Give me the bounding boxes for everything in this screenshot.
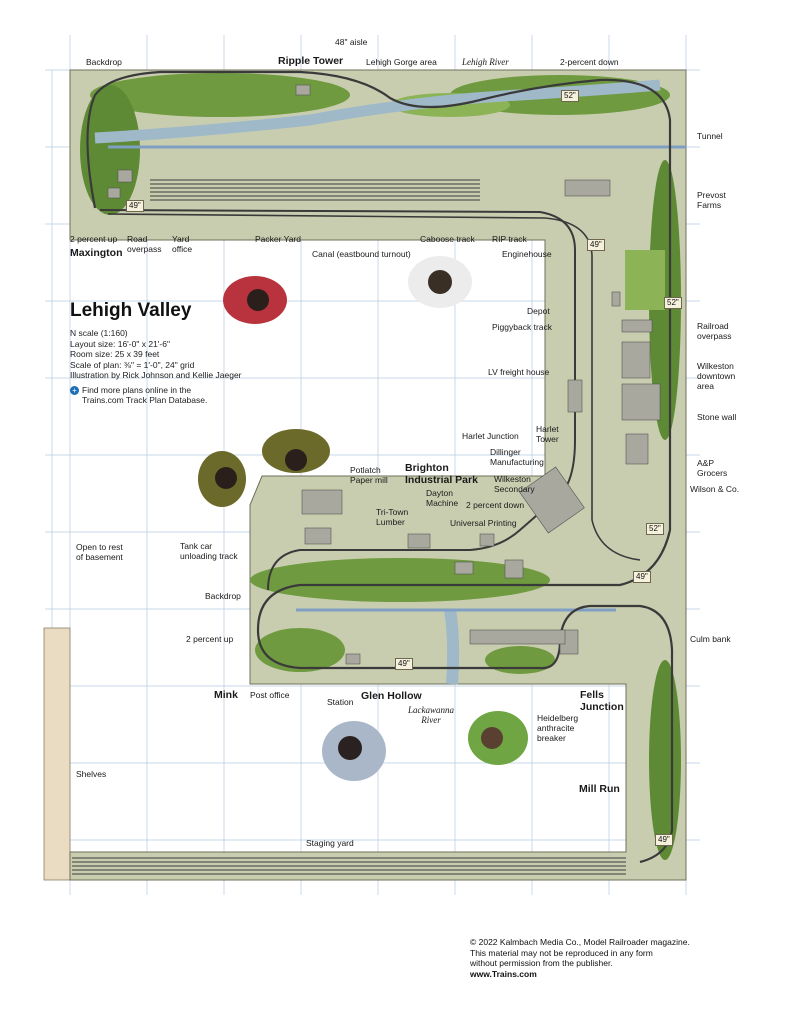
lackawanna-river: [444, 609, 460, 685]
backdrop-top-label: Backdrop: [86, 57, 122, 67]
two-percent-up-mid-label: 2 percent up: [186, 634, 234, 644]
two-percent-up-left-label: 2 percent up: [70, 234, 118, 244]
two-percent-down-top-label: 2-percent down: [560, 57, 619, 67]
enginehouse-label: Enginehouse: [502, 249, 552, 259]
spec-layout-size: Layout size: 16'-0" x 21'-6": [70, 338, 170, 349]
elevation-tag: 49": [655, 834, 673, 846]
lv-freight-house-label: LV freight house: [488, 367, 550, 377]
universal-printing-label: Universal Printing: [450, 518, 517, 528]
plus-circle-icon: +: [70, 385, 79, 395]
staging-yard-label: Staging yard: [306, 838, 354, 848]
two-percent-down-mid-label: 2 percent down: [466, 500, 525, 510]
glen-hollow-label: Glen Hollow: [361, 690, 422, 702]
elevation-tag: 52": [646, 523, 664, 535]
aisle-label: 48" aisle: [335, 37, 368, 47]
spec-room-size: Room size: 25 x 39 feet: [70, 349, 160, 359]
depot-label: Depot: [527, 306, 550, 316]
harlet-junction-label: Harlet Junction: [462, 431, 519, 441]
ripple-tower-label: Ripple Tower: [278, 55, 344, 67]
station-label: Station: [327, 697, 354, 707]
elevation-tag: 52": [664, 297, 682, 309]
elevation-tag: 49": [395, 658, 413, 670]
plan-title: Lehigh Valley: [70, 300, 192, 321]
caboose-track-label: Caboose track: [420, 234, 475, 244]
mill-run-label: Mill Run: [579, 783, 620, 795]
find-more-line2: Trains.com Track Plan Database.: [82, 395, 208, 405]
shelf-strip: [43, 627, 71, 881]
staging-yard-tracks: [72, 857, 626, 875]
elevation-tag: 49": [126, 200, 144, 212]
packer-yard-tracks: [150, 179, 480, 201]
second-main: [107, 213, 641, 561]
mainline-track: [86, 70, 674, 864]
piggyback-track-label: Piggyback track: [492, 322, 552, 332]
maxington-label: Maxington: [70, 247, 123, 259]
lehigh-river: [94, 79, 661, 144]
mink-label: Mink: [214, 689, 238, 701]
spec-plan-scale: Scale of plan: ⅜" = 1'-0", 24" grid: [70, 359, 195, 370]
copyright-notice: © 2022 Kalmbach Media Co., Model Railroa…: [470, 937, 690, 979]
spec-illustration: Illustration by Rick Johnson and Kellie …: [70, 370, 242, 380]
find-more-line1: Find more plans online in the: [82, 384, 192, 395]
elevation-tag: 49": [587, 239, 605, 251]
people: [198, 256, 528, 781]
spec-scale: N scale (1:160): [70, 328, 128, 338]
canal-label: Canal (eastbound turnout): [312, 249, 411, 259]
website-link[interactable]: www.Trains.com: [470, 968, 537, 979]
wilson-label: Wilson & Co.: [690, 484, 740, 494]
stone-wall-label: Stone wall: [697, 412, 737, 422]
culm-bank-label: Culm bank: [690, 634, 731, 644]
rip-track-label: RIP track: [492, 234, 527, 244]
layout-benchwork: [69, 69, 687, 881]
lehigh-river-label: Lehigh River: [462, 57, 509, 67]
elevation-tag: 52": [561, 90, 579, 102]
backdrop-mid-label: Backdrop: [205, 591, 241, 601]
tunnel-label: Tunnel: [697, 131, 723, 141]
buildings: [107, 84, 661, 665]
lehigh-gorge-label: Lehigh Gorge area: [366, 57, 437, 67]
elevation-tag: 49": [633, 571, 651, 583]
packer-yard-label: Packer Yard: [255, 234, 301, 244]
post-office-label: Post office: [250, 690, 290, 700]
shelves-label: Shelves: [76, 769, 107, 779]
plan-info-block: Lehigh Valley N scale (1:160) Layout siz…: [70, 300, 270, 406]
